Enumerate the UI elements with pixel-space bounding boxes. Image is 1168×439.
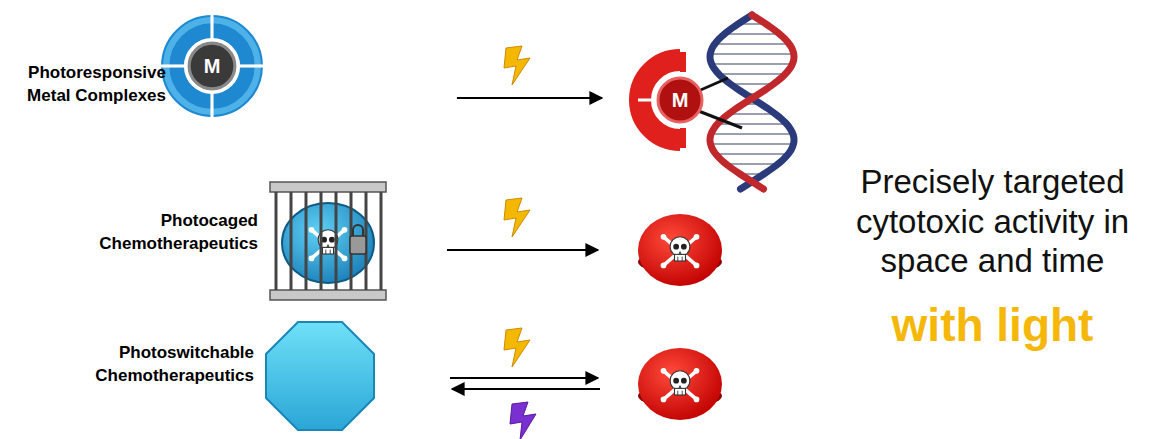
metal-symbol: M: [204, 56, 221, 76]
row-label: Photoresponsive Metal Complexes: [0, 62, 166, 108]
emphasis-text: with light: [820, 300, 1165, 351]
lightning-bolt: [504, 46, 530, 85]
lightning-bolt: [504, 328, 530, 367]
octagon-icon: [266, 322, 374, 430]
row-label: Photoswitchable Chemotherapeutics: [34, 342, 254, 388]
skull-button: [638, 348, 722, 420]
metal-symbol: M: [672, 90, 689, 110]
skull-button: [638, 214, 722, 286]
metal-complex: M: [160, 14, 264, 118]
dna-helix: [710, 15, 794, 189]
reaction-arrow: [447, 249, 598, 251]
metal-complex: M: [628, 50, 728, 150]
cage-icon: [270, 182, 386, 300]
summary-text: Precisely targeted cytotoxic activity in…: [820, 162, 1165, 281]
reaction-arrow: [452, 388, 600, 390]
lightning-bolt: [510, 402, 536, 439]
row-label: Photocaged Chemotherapeutics: [58, 210, 258, 256]
reaction-arrow: [450, 377, 598, 379]
reaction-arrow: [457, 97, 602, 99]
lightning-bolt: [504, 198, 530, 237]
bond-line: [696, 110, 742, 128]
